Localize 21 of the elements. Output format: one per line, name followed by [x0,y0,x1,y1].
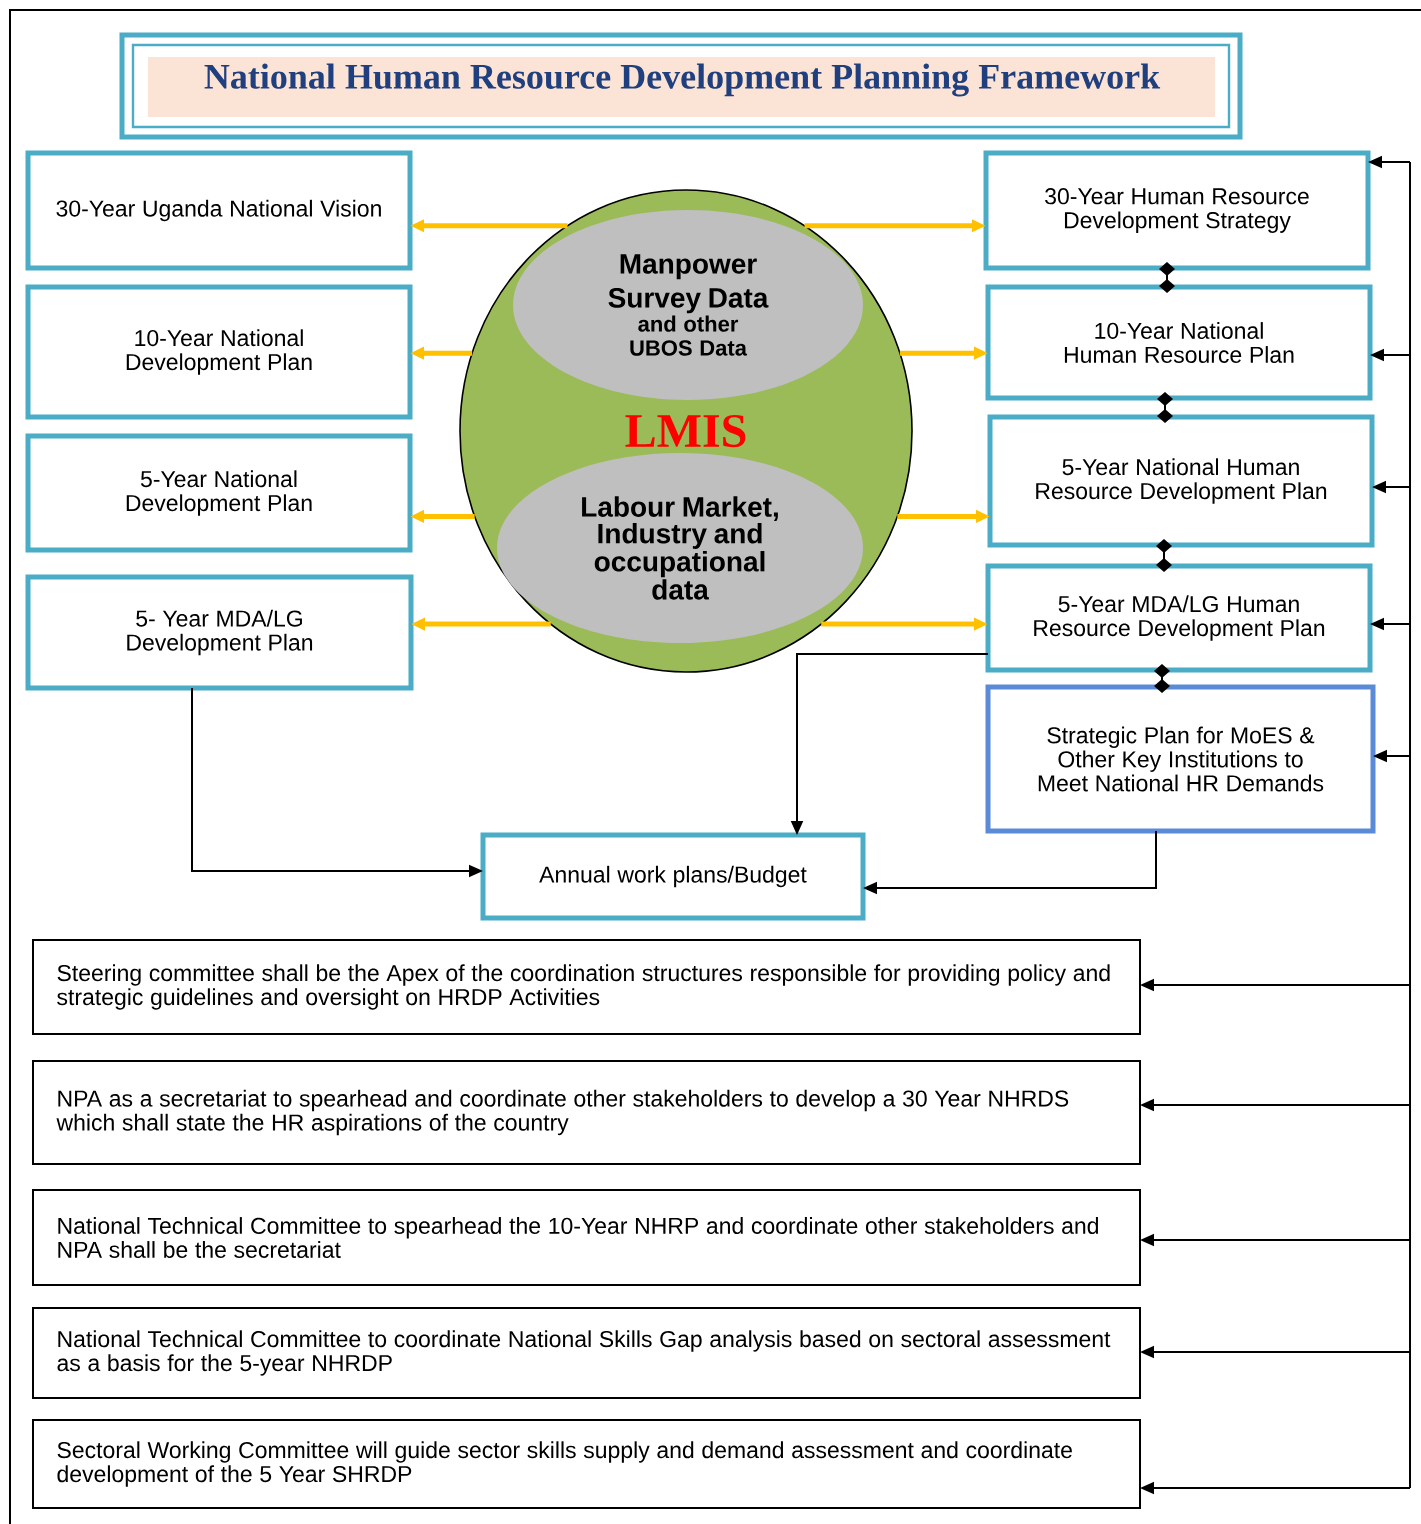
plan-box: 10-Year National Human Resource Plan [985,284,1373,401]
text-box: National Technical Committee to spearhead the 10-Year NHRP and coordinate other stakeholders and NPA shall be the secretariat [32,1189,1141,1286]
diamond-connector [1157,392,1173,423]
plan-box: Strategic Plan for MoES & Other Key Institutions to Meet National HR Demands [985,684,1376,834]
plan-box: 5-Year MDA/LG Human Resource Development Plan [985,563,1373,673]
bus-line [1409,161,1411,1489]
diamond-connector [1156,539,1172,572]
plan-box: 30-Year Uganda National Vision [25,150,413,271]
plan-box: 5-Year National Development Plan [25,433,413,553]
text-box: NPA as a secretariat to spearhead and coordinate other stakeholders to develop a 30 Year NHRDS which shall state the HR aspirations of the country [32,1060,1141,1165]
diamond-connector [1159,262,1175,293]
plan-box: 10-Year National Development Plan [25,284,413,420]
plan-box: Annual work plans/Budget [480,832,866,921]
title-banner: National Human Resource Development Planning Framework [119,32,1243,140]
plan-box: 5- Year MDA/LG Development Plan [25,574,414,691]
plan-box: 30-Year Human Resource Development Strategy [983,150,1371,271]
text-box: Sectoral Working Committee will guide sector skills supply and demand assessment and coordinate development of the 5 Year SHRDP [32,1419,1141,1509]
text-box: National Technical Committee to coordinate National Skills Gap analysis based on sectoral assessment as a basis for the 5-year NHRDP [32,1307,1141,1399]
text-box: Steering committee shall be the Apex of the coordination structures responsible for providing policy and strategic guidelines and oversight on HRDP Activities [32,939,1141,1035]
diamond-connector [1154,664,1170,693]
plan-box: 5-Year National Human Resource Development Plan [987,414,1375,548]
